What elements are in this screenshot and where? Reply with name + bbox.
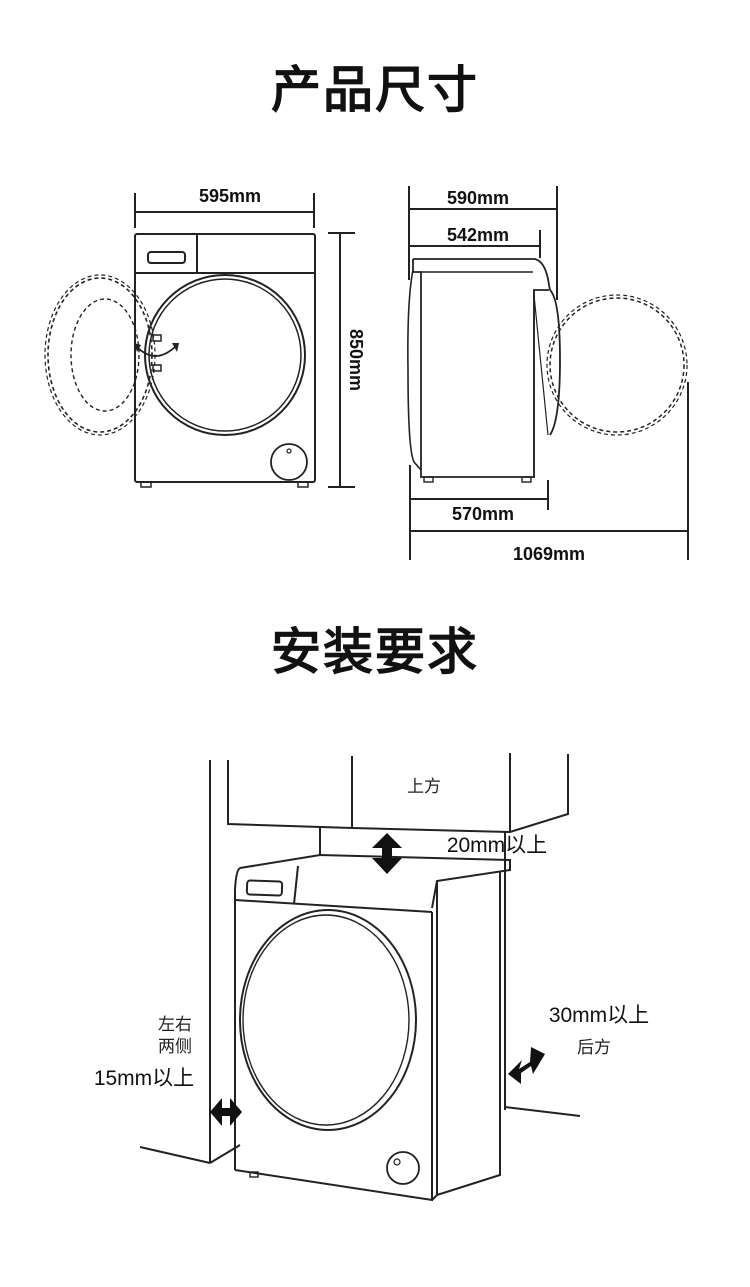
side-label-line2: 两侧	[158, 1037, 192, 1057]
rear-clearance-label: 30mm以上	[549, 1004, 649, 1027]
section-title-installation: 安装要求	[271, 623, 479, 681]
foot-left	[140, 481, 152, 488]
side-label-line1: 左右	[158, 1015, 192, 1035]
side-door-profile	[549, 289, 561, 436]
rear-clearance-arrow-icon	[508, 1047, 545, 1084]
installation-drawing	[139, 753, 581, 1202]
door-outer-ring	[144, 274, 306, 436]
washer-body-front	[134, 233, 316, 483]
side-top-panel	[413, 258, 551, 291]
side-back-curve	[407, 269, 422, 471]
side-clearance-arrow-icon	[210, 1098, 242, 1126]
side-open-door-dashed	[549, 297, 685, 433]
side-view-drawing	[407, 186, 689, 560]
top-clearance-label: 20mm以上	[447, 834, 547, 857]
rotation-arrow-head-left	[134, 343, 141, 352]
door-inner-ring	[148, 278, 302, 432]
depth-590-label: 590mm	[447, 188, 509, 208]
rotation-arrow-head-right	[172, 343, 179, 352]
section-title-dimensions: 产品尺寸	[271, 61, 479, 119]
installation-door-ring	[239, 909, 417, 1131]
rear-label: 后方	[577, 1038, 611, 1058]
width-dimension-label: 595mm	[199, 186, 261, 206]
height-dimension-label: 850mm	[346, 329, 366, 391]
open-door-outer-dashed	[47, 277, 153, 433]
top-area-label: 上方	[407, 777, 441, 797]
pump-filter-cover	[270, 443, 308, 481]
rotation-arrow	[136, 346, 176, 357]
detergent-drawer-handle	[147, 251, 186, 264]
depth-542-label: 542mm	[447, 225, 509, 245]
hinge-bottom	[152, 364, 162, 372]
foot-right	[297, 481, 309, 488]
depth-1069-label: 1069mm	[513, 544, 585, 564]
upper-cabinet	[227, 754, 569, 834]
installation-drawer-handle	[245, 879, 284, 897]
side-clearance-label: 15mm以上	[94, 1067, 194, 1090]
depth-570-label: 570mm	[452, 504, 514, 524]
open-door-inner-dashed	[70, 298, 140, 412]
top-clearance-arrow-icon	[372, 833, 402, 874]
hinge-top	[152, 334, 162, 342]
front-view-drawing	[44, 193, 355, 488]
